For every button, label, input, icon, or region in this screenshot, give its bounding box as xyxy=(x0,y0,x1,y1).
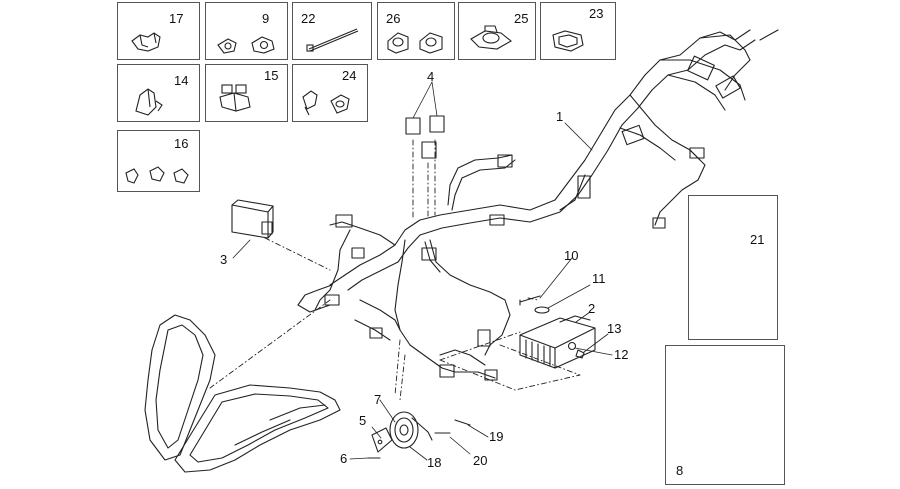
kit-box-14: 14 xyxy=(117,64,200,122)
callout-23: 23 xyxy=(589,6,604,21)
cable-tie-icon xyxy=(306,28,359,52)
kit-box-23: 23 xyxy=(540,2,616,60)
callout-13: 13 xyxy=(607,321,622,336)
callout-16: 16 xyxy=(174,136,189,151)
callout-4: 4 xyxy=(427,69,435,84)
kit-box-21 xyxy=(688,195,778,340)
harness-connectors xyxy=(324,55,741,381)
kit-box-16: 16 xyxy=(117,130,200,192)
callout-21: 21 xyxy=(750,232,765,247)
grommet-icon xyxy=(552,30,584,52)
relays xyxy=(405,115,445,159)
callout-2: 2 xyxy=(588,301,596,316)
harness-clip-pair-icon xyxy=(302,90,350,116)
callout-9: 9 xyxy=(262,11,270,26)
headlight-assembly xyxy=(144,314,341,473)
voltage-regulator xyxy=(519,315,596,369)
callout-24: 24 xyxy=(342,68,357,83)
callout-7: 7 xyxy=(374,392,382,407)
callout-3: 3 xyxy=(220,252,228,267)
callout-12: 12 xyxy=(614,347,629,362)
callout-22: 22 xyxy=(301,11,316,26)
regulator-bolt xyxy=(519,295,541,306)
callout-11: 11 xyxy=(592,271,606,286)
kit-box-8 xyxy=(665,345,785,485)
clip-trio-icon xyxy=(125,166,189,184)
kit-box-22: 22 xyxy=(292,2,372,60)
callout-26: 26 xyxy=(386,11,401,26)
cable-clip-icon xyxy=(131,32,161,52)
kit-box-24: 24 xyxy=(292,64,368,122)
callout-14: 14 xyxy=(174,73,189,88)
horn xyxy=(389,411,433,449)
callout-25: 25 xyxy=(514,11,529,26)
kit-box-26: 26 xyxy=(377,2,455,60)
callout-8: 8 xyxy=(676,463,684,478)
callout-1: 1 xyxy=(556,109,564,124)
horn-bolt xyxy=(454,419,471,426)
push-clip-icon xyxy=(135,88,163,116)
callout-17: 17 xyxy=(169,11,184,26)
kit-box-17: 17 xyxy=(117,2,200,60)
callout-5: 5 xyxy=(359,413,367,428)
leader-lines xyxy=(209,139,581,401)
clip-set-icon xyxy=(219,84,251,112)
kit-box-9: 9 xyxy=(205,2,288,60)
kit-box-15: 15 xyxy=(205,64,288,122)
control-unit xyxy=(231,199,274,239)
callout-6: 6 xyxy=(340,451,348,466)
bracket-clip-icon xyxy=(470,25,512,50)
callout-19: 19 xyxy=(489,429,504,444)
cable-clamp-pair-icon xyxy=(217,36,275,54)
callout-10: 10 xyxy=(564,248,579,263)
callout-18: 18 xyxy=(427,455,442,470)
callout-leaders xyxy=(232,81,751,463)
horn-bracket xyxy=(371,427,393,453)
harness-clamp-pair-icon xyxy=(387,32,443,54)
callout-15: 15 xyxy=(264,68,279,83)
kit-box-25: 25 xyxy=(458,2,536,60)
washer xyxy=(534,306,550,314)
callout-20: 20 xyxy=(473,453,488,468)
regulator-nuts xyxy=(567,341,585,359)
